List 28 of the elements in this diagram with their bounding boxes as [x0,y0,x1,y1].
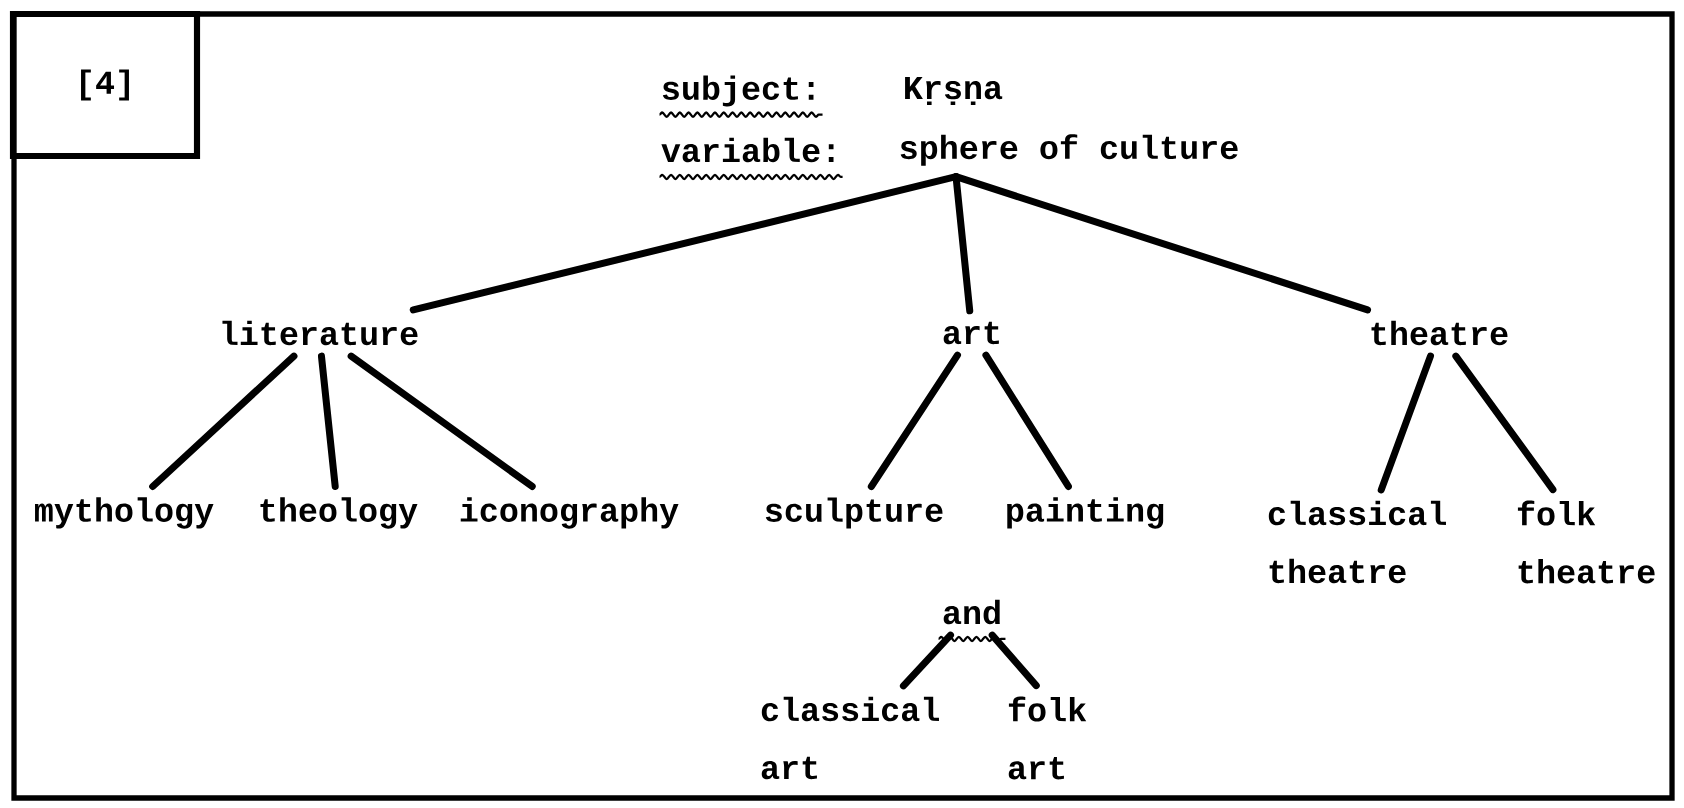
branch-term: art [943,321,999,345]
leaf-term: iconography [460,497,679,529]
tree-line [1377,352,1434,494]
tree-line [347,352,536,490]
root-term: sphere of culture [900,134,1238,166]
branch-term: literature [222,320,418,346]
tree-line [899,631,955,690]
tree-line [952,173,1372,314]
tree-line [867,351,961,491]
tree-line [317,352,339,490]
leaf-term: theology [260,497,418,529]
branch-term: theatre [1371,320,1508,346]
leaf-term: folk theatre [1517,500,1655,584]
conjunction-term: and [943,599,1000,625]
tree-line [149,352,298,490]
number-box: [4] [9,10,201,160]
tree-line [982,351,1072,490]
leaf-term: mythology [34,497,214,529]
heading-label: Kṛṣṇa [905,77,1003,105]
leaf-term: classical theatre [1268,500,1446,584]
leaf-term: classical art [761,696,939,780]
heading-label: subject: [662,75,814,107]
leaf-term: folk art [1008,696,1087,780]
leaf-term: sculpture [765,497,943,529]
leaf-term: painting [1007,497,1164,529]
tree-line [988,631,1040,690]
heading-label: variable: [661,137,834,163]
tree-line [1452,352,1557,494]
